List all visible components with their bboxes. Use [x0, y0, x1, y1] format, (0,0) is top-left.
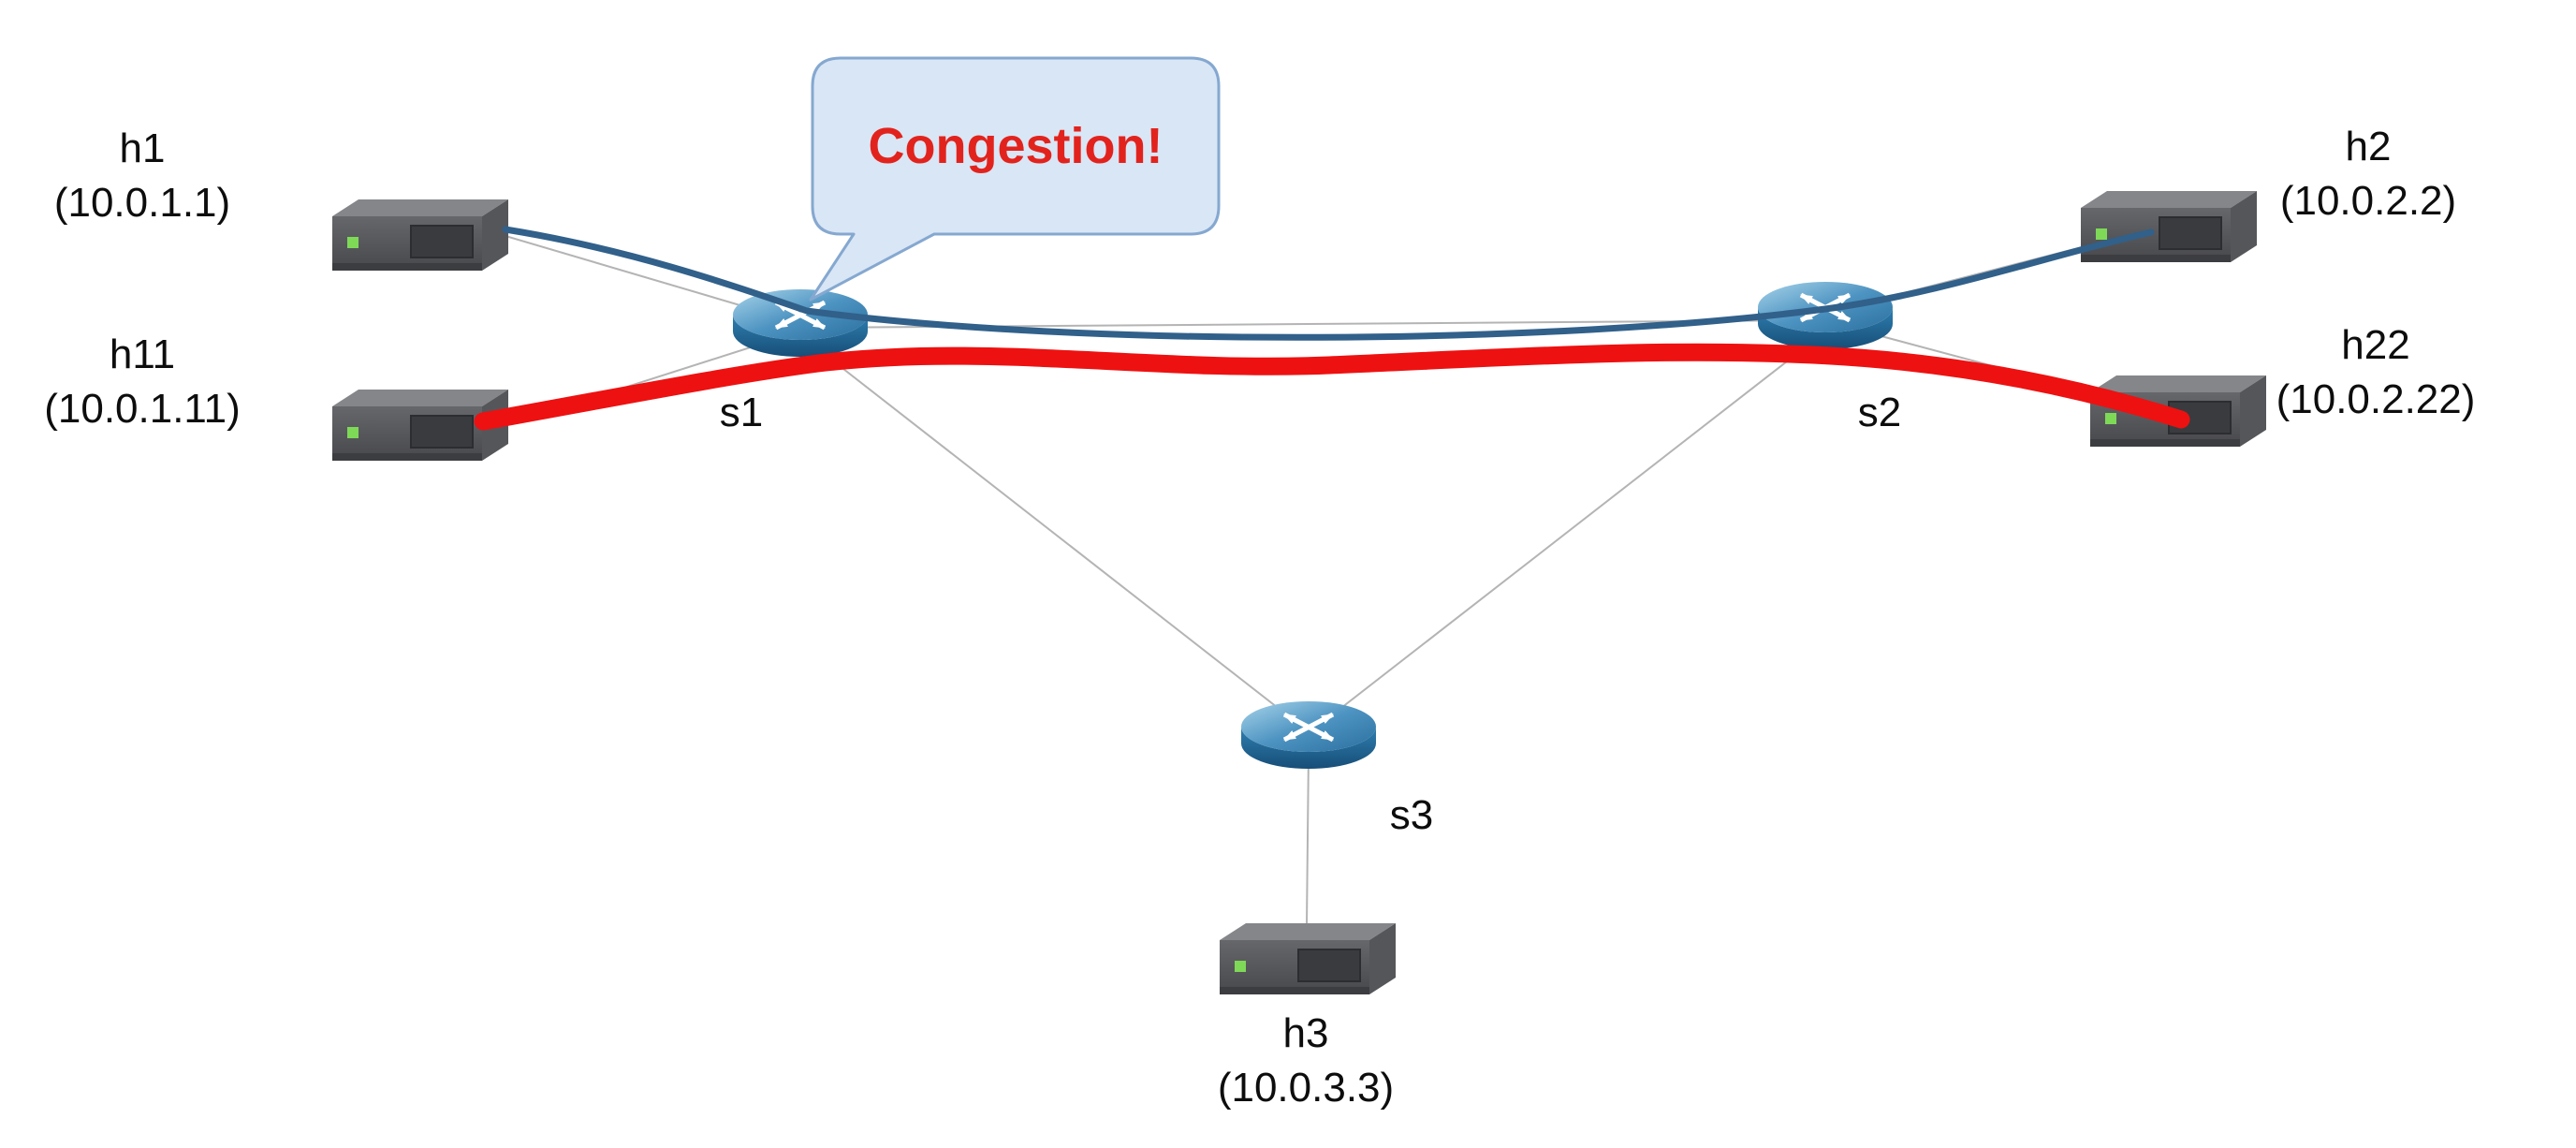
server-icon: [331, 389, 509, 462]
switch-s3-label: s3: [1390, 788, 1433, 843]
switch-name: s3: [1389, 792, 1434, 838]
host-ip: (10.0.2.2): [2279, 178, 2457, 224]
host-h2-node: [2073, 185, 2261, 270]
host-name: h22: [2341, 322, 2410, 368]
switch-s2-label: s2: [1858, 386, 1901, 440]
host-h3-node: [1212, 918, 1399, 1002]
server-icon: [2089, 375, 2267, 448]
congestion-callout-text: Congestion!: [869, 118, 1164, 174]
server-icon: [331, 199, 509, 272]
host-ip: (10.0.3.3): [1217, 1065, 1395, 1111]
host-name: h2: [2345, 124, 2392, 169]
host-ip: (10.0.1.1): [53, 180, 231, 226]
router-icon: [1750, 264, 1900, 367]
host-h2-label: h2 (10.0.2.2): [2280, 120, 2456, 228]
router-icon: [1234, 684, 1383, 787]
host-name: h3: [1282, 1010, 1329, 1056]
host-h1-label: h1 (10.0.1.1): [54, 122, 230, 230]
switch-s3-node: [1234, 684, 1383, 787]
host-h11-label: h11 (10.0.1.11): [44, 328, 241, 436]
server-icon: [2080, 190, 2258, 263]
host-h1-node: [325, 194, 512, 278]
switch-s2-node: [1750, 264, 1900, 367]
host-ip: (10.0.2.22): [2276, 376, 2476, 422]
host-ip: (10.0.1.11): [44, 386, 241, 432]
switch-s1-node: [725, 272, 875, 375]
host-name: h1: [119, 125, 166, 171]
switch-name: s2: [1857, 390, 1902, 435]
host-h22-node: [2083, 370, 2270, 454]
host-name: h11: [109, 331, 176, 377]
router-icon: [725, 272, 875, 375]
link-s1-s3: [804, 338, 1308, 731]
host-h22-label: h22 (10.0.2.22): [2276, 318, 2476, 427]
link-s1-s2: [802, 319, 1824, 329]
server-icon: [1219, 922, 1397, 995]
host-h3-label: h3 (10.0.3.3): [1218, 1007, 1394, 1115]
link-s2-s3: [1311, 334, 1822, 731]
switch-name: s1: [719, 390, 764, 435]
host-h11-node: [325, 384, 512, 468]
switch-s1-label: s1: [720, 386, 763, 440]
speech-bubble: [809, 56, 1221, 302]
